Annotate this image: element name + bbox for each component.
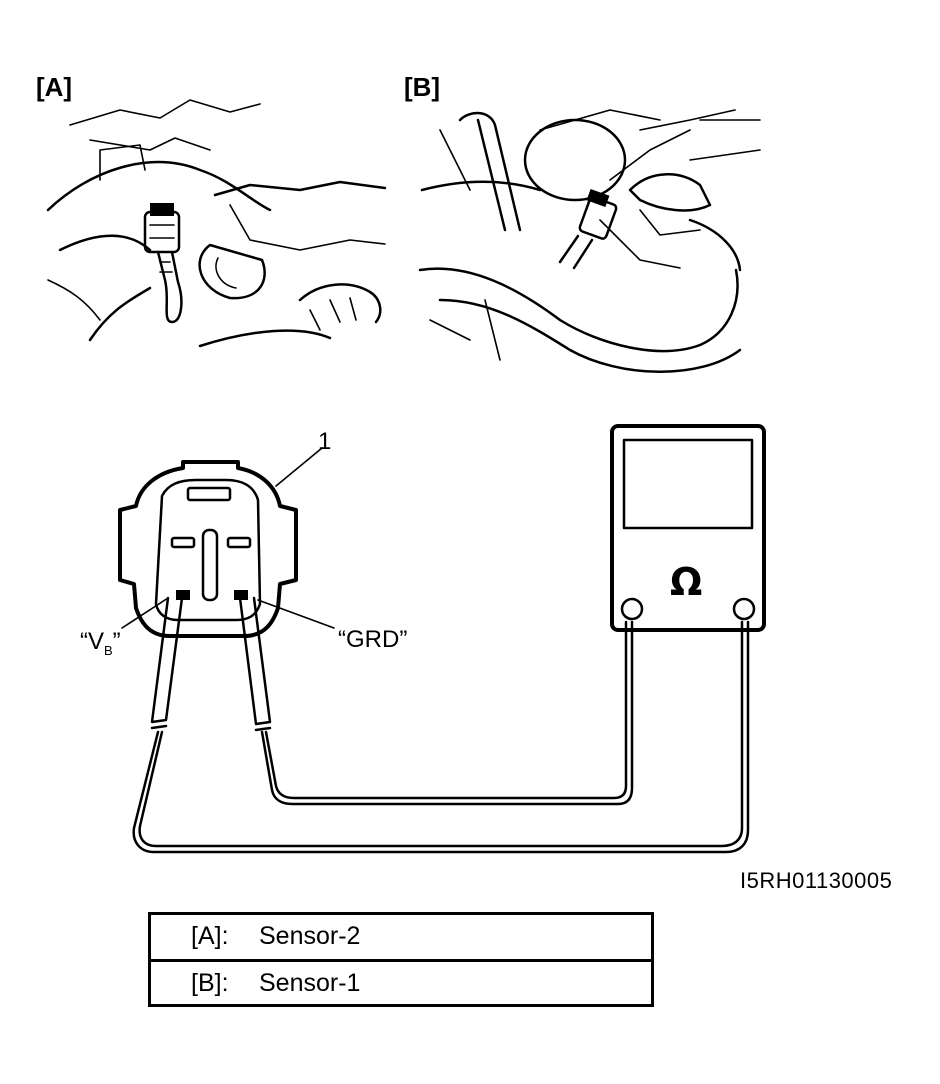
panel-b-label: [B] (404, 72, 441, 102)
connector-number-label: 1 (318, 428, 332, 455)
legend-key: [A]: (191, 922, 229, 950)
vb-leader-line (121, 597, 169, 629)
meter-leads (132, 620, 750, 854)
sensor-1-engine-illustration (418, 109, 761, 373)
meter-terminal-right (732, 597, 756, 621)
vb-terminal-label: “VB” (80, 628, 121, 658)
grd-terminal-label: “GRD” (338, 626, 408, 653)
legend-row: [B]: Sensor-1 (151, 962, 651, 1006)
ohmmeter (610, 424, 766, 632)
ohm-symbol: Ω (670, 560, 703, 604)
sensor-connector (118, 447, 323, 638)
legend-value: Sensor-1 (259, 969, 361, 997)
test-probes (150, 596, 272, 732)
vb-subscript: B (104, 642, 113, 658)
vb-suffix: ” (112, 628, 121, 655)
meter-terminal-left (620, 597, 644, 621)
legend-key: [B]: (191, 969, 229, 997)
vb-prefix: “V (80, 628, 104, 655)
meter-display (622, 438, 754, 530)
legend-row: [A]: Sensor-2 (151, 915, 651, 959)
sensor-2-engine-illustration (46, 99, 387, 348)
panel-a-label: [A] (36, 72, 73, 102)
legend-table: [A]: Sensor-2 [B]: Sensor-1 (148, 912, 654, 1007)
figure-code: I5RH01130005 (740, 868, 893, 893)
legend-value: Sensor-2 (259, 922, 361, 950)
grd-leader-line (257, 599, 335, 629)
legend-divider (151, 959, 651, 962)
